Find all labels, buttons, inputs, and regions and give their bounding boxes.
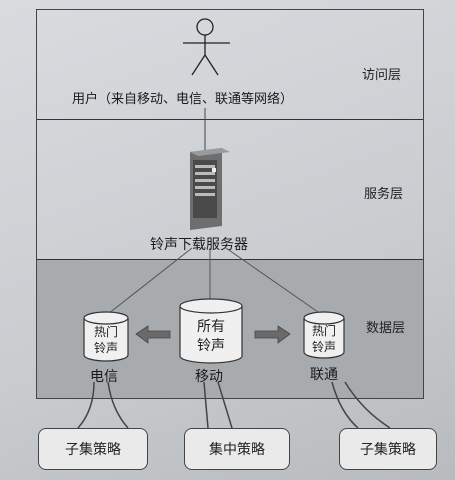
right-db-line1: 热门 (311, 324, 336, 338)
right-db-line2: 铃声 (311, 340, 336, 354)
center-db-label: 所有 铃声 (180, 318, 242, 356)
left-db-line2: 铃声 (93, 341, 118, 355)
database-icon (179, 298, 243, 364)
center-callout-pointer (203, 381, 209, 429)
service-layer-label: 服务层 (364, 187, 404, 202)
access-layer-band (37, 10, 423, 120)
access-layer-label: 访问层 (362, 68, 402, 83)
arrow-icon (254, 325, 291, 344)
right-callout-box: 子集策略 (339, 428, 437, 470)
user-label: 用户（来自移动、电信、联通等网络） (72, 92, 294, 107)
right-callout-pointer (331, 381, 359, 429)
server-label: 铃声下载服务器 (150, 237, 248, 253)
center-db-line2: 铃声 (197, 338, 225, 354)
right-db-label: 热门 铃声 (304, 323, 344, 355)
data-layer-label: 数据层 (366, 321, 406, 336)
left-db-caption: 电信 (90, 369, 118, 385)
server-icon (190, 148, 230, 230)
left-callout-pointer (107, 381, 129, 429)
right-callout-pointer-2 (344, 381, 391, 429)
center-db-caption: 移动 (195, 369, 223, 385)
database-icon (303, 311, 345, 359)
database-icon (83, 311, 129, 362)
left-db-label: 热门 铃声 (84, 324, 128, 356)
server-to-right-db-line (225, 247, 319, 313)
right-db-caption: 联通 (310, 367, 338, 383)
stick-figure-icon (183, 18, 230, 76)
center-callout-box: 集中策略 (184, 428, 290, 470)
left-db-line1: 热门 (93, 325, 118, 339)
left-callout-box: 子集策略 (38, 428, 148, 470)
left-callout-pointer-2 (77, 381, 95, 429)
service-layer-band (37, 120, 423, 260)
arrow-icon (135, 325, 171, 344)
center-callout-pointer-2 (217, 381, 233, 429)
center-db-line1: 所有 (197, 319, 225, 335)
server-to-left-db-line (107, 247, 193, 315)
